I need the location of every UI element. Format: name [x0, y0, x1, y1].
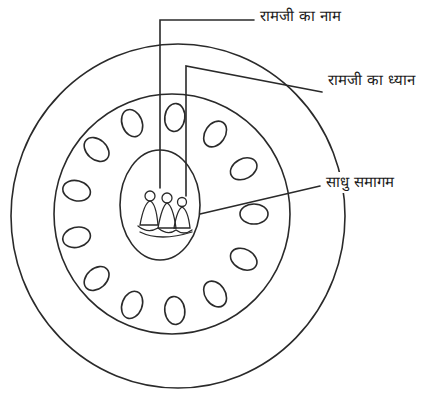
loop — [79, 133, 113, 167]
annotation-label: रामजी का नाम — [258, 6, 343, 27]
sadhu-figures — [138, 191, 192, 237]
loop — [79, 262, 113, 296]
loop — [61, 224, 93, 250]
leader-lines — [160, 20, 322, 214]
loop — [163, 295, 186, 325]
loop — [227, 153, 261, 184]
loop — [61, 178, 93, 204]
loop — [163, 102, 186, 132]
loop — [118, 106, 147, 139]
outer-circle — [11, 44, 345, 388]
loop — [199, 117, 231, 151]
annotation-label: साधु समागम — [324, 172, 396, 193]
loop — [199, 277, 231, 311]
annotation-label: रामजी का ध्यान — [326, 70, 417, 91]
loop — [240, 204, 268, 224]
loop — [227, 244, 261, 275]
loop — [118, 288, 147, 321]
loop-ring — [61, 102, 268, 325]
middle-circle — [54, 94, 290, 334]
